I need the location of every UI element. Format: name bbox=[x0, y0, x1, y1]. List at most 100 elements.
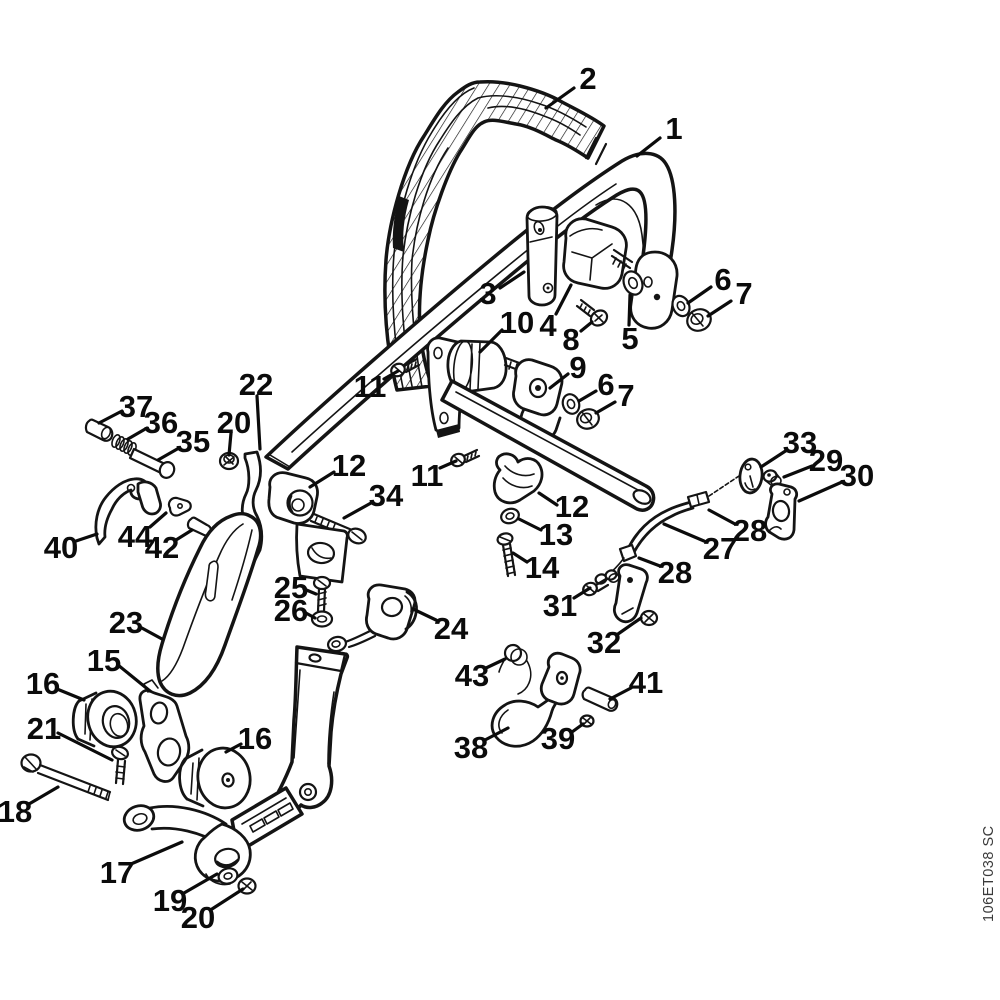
leader-line bbox=[686, 285, 713, 305]
callout-label: 39 bbox=[541, 721, 575, 756]
leader-line bbox=[74, 532, 99, 543]
screw-8 bbox=[575, 298, 609, 327]
handle-frame bbox=[122, 645, 350, 895]
callout-label: 11 bbox=[354, 369, 387, 404]
callout-label: 36 bbox=[144, 405, 178, 440]
handlebar-tube bbox=[264, 136, 679, 471]
callout-12: 12 bbox=[537, 489, 589, 524]
callout-16: 16 bbox=[26, 666, 86, 702]
leader-line bbox=[579, 320, 594, 333]
callout-39: 39 bbox=[541, 721, 585, 756]
bolt-35 bbox=[128, 447, 176, 479]
callout-label: 26 bbox=[274, 593, 308, 628]
callout-24: 24 bbox=[411, 607, 469, 646]
leader-line bbox=[382, 369, 400, 381]
callout-label: 34 bbox=[369, 478, 404, 513]
callout-8: 8 bbox=[562, 320, 594, 357]
callout-3: 3 bbox=[479, 270, 526, 311]
callout-label: 6 bbox=[597, 367, 614, 402]
callout-5: 5 bbox=[621, 293, 639, 356]
callout-21: 21 bbox=[27, 711, 114, 762]
callout-label: 7 bbox=[617, 378, 634, 413]
locknut-7-top bbox=[686, 308, 712, 332]
callout-label: 32 bbox=[587, 625, 621, 660]
leader-line bbox=[342, 501, 373, 520]
leader-line bbox=[635, 136, 662, 158]
callout-22: 22 bbox=[239, 367, 273, 451]
leader-line bbox=[498, 270, 526, 290]
callout-label: 4 bbox=[539, 308, 557, 343]
bolt-18 bbox=[20, 753, 112, 802]
leader-line bbox=[116, 663, 152, 693]
callout-label: 19 bbox=[153, 883, 187, 918]
callout-6: 6 bbox=[686, 262, 732, 305]
callout-28: 28 bbox=[707, 508, 767, 548]
leader-line bbox=[129, 840, 184, 866]
callout-7: 7 bbox=[706, 276, 753, 318]
leader-line bbox=[27, 785, 60, 806]
callout-label: 20 bbox=[217, 405, 251, 440]
leader-line bbox=[544, 86, 576, 110]
leader-line bbox=[782, 464, 814, 479]
handle-grip bbox=[156, 512, 263, 698]
leader-line bbox=[182, 872, 219, 895]
lever-bracket-40 bbox=[94, 477, 162, 546]
leader-line bbox=[126, 426, 149, 441]
leader-line bbox=[56, 731, 114, 762]
callout-label: 23 bbox=[109, 605, 143, 640]
callout-label: 6 bbox=[714, 262, 731, 297]
nut-29 bbox=[762, 469, 782, 487]
frame-washer bbox=[217, 867, 239, 885]
throttle-trigger bbox=[490, 651, 582, 748]
callout-29: 29 bbox=[782, 443, 843, 479]
leader-line bbox=[707, 508, 737, 526]
callout-label: 17 bbox=[100, 855, 134, 890]
leader-line bbox=[594, 400, 617, 415]
leader-line bbox=[138, 625, 164, 641]
callout-label: 29 bbox=[809, 443, 843, 478]
callout-19: 19 bbox=[153, 872, 219, 918]
callout-7: 7 bbox=[594, 378, 635, 415]
callout-label: 10 bbox=[500, 305, 534, 340]
leader-line bbox=[706, 299, 733, 318]
callout-label: 22 bbox=[239, 367, 273, 402]
callout-label: 41 bbox=[629, 665, 663, 700]
callout-label: 14 bbox=[525, 550, 560, 585]
callout-30: 30 bbox=[797, 458, 874, 503]
callout-43: 43 bbox=[455, 657, 507, 693]
callout-label: 40 bbox=[44, 530, 78, 565]
throttle-cable bbox=[594, 469, 749, 585]
callout-label: 3 bbox=[479, 276, 496, 311]
callout-6: 6 bbox=[577, 367, 615, 403]
callout-label: 18 bbox=[0, 794, 32, 829]
leader-line bbox=[411, 607, 438, 622]
screw-25 bbox=[312, 575, 332, 613]
callout-label: 38 bbox=[454, 730, 488, 765]
callout-12: 12 bbox=[308, 448, 366, 489]
callout-label: 37 bbox=[119, 389, 153, 424]
callout-label: 7 bbox=[735, 276, 752, 311]
lower-tube bbox=[440, 379, 656, 512]
leader-line bbox=[484, 657, 507, 670]
callout-41: 41 bbox=[608, 665, 663, 701]
callout-26: 26 bbox=[274, 593, 317, 628]
callout-label: 11 bbox=[411, 458, 444, 493]
screw-14 bbox=[496, 532, 517, 578]
leader-line bbox=[662, 522, 706, 543]
leader-line bbox=[517, 517, 543, 532]
pin-37 bbox=[84, 418, 114, 442]
callout-label: 8 bbox=[562, 322, 579, 357]
drawing-code: 106ET038 SC bbox=[981, 825, 997, 922]
cable-plate-33 bbox=[738, 457, 764, 495]
callout-33: 33 bbox=[759, 425, 817, 469]
callout-11: 11 bbox=[411, 458, 458, 493]
callout-label: 24 bbox=[434, 611, 469, 646]
callout-38: 38 bbox=[454, 726, 510, 765]
callout-label: 30 bbox=[840, 458, 874, 493]
leader-line bbox=[302, 587, 318, 596]
callout-label: 35 bbox=[176, 424, 210, 459]
washer-26 bbox=[310, 610, 334, 628]
leader-line bbox=[577, 389, 598, 403]
leader-line bbox=[616, 616, 643, 636]
